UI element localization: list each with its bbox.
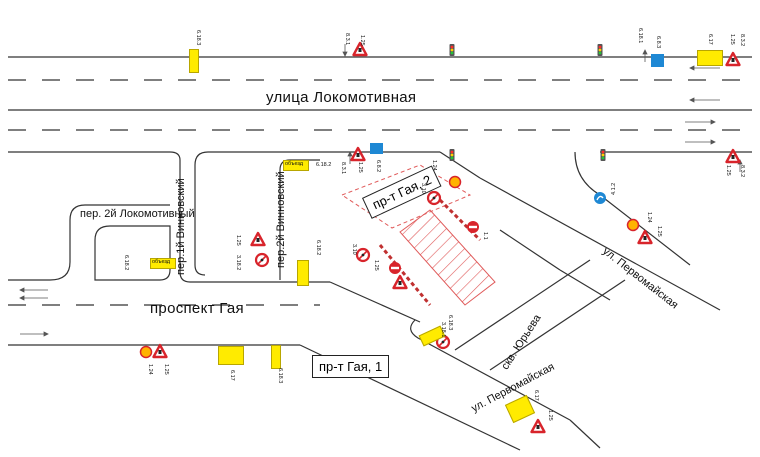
sign-code: 1.25 — [235, 235, 241, 246]
traffic-light-icon — [449, 44, 455, 56]
no-entry-icon — [389, 262, 401, 274]
detour-sign-icon — [150, 258, 176, 269]
detour-sign-icon — [218, 346, 244, 365]
detour-sign-icon — [283, 160, 309, 171]
warning-triangle-icon — [725, 51, 741, 67]
warning-triangle-icon — [152, 343, 168, 359]
warning-triangle-icon — [350, 146, 366, 162]
detour-word: объезд — [152, 259, 171, 265]
sign-code: 1.24 — [646, 212, 652, 223]
sign-code: 6.8.3 — [655, 36, 661, 49]
street-lokomotivnaya: улица Локомотивная — [266, 89, 417, 106]
sign-code: 3.18.2 — [235, 255, 241, 271]
no-overtaking-icon — [426, 190, 442, 206]
traffic-light-icon — [597, 44, 603, 56]
sign-code: 8.3.1 — [344, 33, 350, 46]
sign-code: 6.18.3 — [447, 315, 453, 331]
sign-code: 1.24 — [431, 160, 437, 171]
no-overtaking-icon — [355, 247, 371, 263]
sign-code: 1.25 — [547, 410, 553, 421]
sign-code: 1.25 — [656, 226, 662, 237]
traffic-light-icon — [600, 149, 606, 161]
sign-code: 6.18.2 — [123, 255, 129, 271]
warning-round-icon — [139, 345, 153, 359]
no-overtaking-icon — [254, 252, 270, 268]
sign-code: 6.18.1 — [637, 28, 643, 44]
no-entry-icon — [467, 221, 479, 233]
warning-triangle-icon — [530, 418, 546, 434]
sign-code: 8.3.2 — [739, 165, 745, 178]
sign-code: 1.25 — [373, 260, 379, 271]
sign-code: 3.18.1 — [440, 322, 446, 338]
sign-code: 3.10 — [420, 183, 426, 194]
sign-code: 1.25 — [359, 35, 365, 46]
sign-code: 6.17 — [229, 370, 235, 381]
sign-code: 6.17 — [533, 390, 539, 401]
sign-code: 1.25 — [357, 162, 363, 173]
warning-round-icon — [448, 175, 462, 189]
traffic-light-icon — [449, 149, 455, 161]
sign-code: 1.25 — [163, 364, 169, 375]
sign-code: 1.25 — [725, 165, 731, 176]
pervomayskaya-road — [329, 151, 721, 449]
sign-code: 1.24 — [147, 364, 153, 375]
sign-code: 6.17 — [707, 34, 713, 45]
sign-code: 6.18.2 — [315, 240, 321, 256]
sign-code: 4.1.2 — [611, 182, 617, 195]
information-sign-icon — [651, 54, 664, 67]
street-per-2-lokomotivny: пер. 2й Локомотивный — [80, 208, 195, 220]
detour-sign-icon — [189, 49, 199, 73]
sign-code: 1.25 — [729, 34, 735, 45]
direction-sign-icon — [594, 192, 606, 204]
sign-code: 8.3.1 — [340, 162, 346, 175]
street-per-2-vinnovsky: пер.2й Винновский — [275, 171, 287, 268]
street-per-1-vinnovsky: пер.1й Винновский — [175, 178, 187, 275]
lane-arrows — [19, 44, 743, 337]
detour-sign-icon — [697, 50, 723, 66]
warning-round-icon — [626, 218, 640, 232]
detour-sign-icon — [297, 260, 309, 286]
sign-code: 6.18.2 — [316, 162, 332, 168]
street-prospekt-gaya: проспект Гая — [150, 300, 244, 317]
warning-triangle-icon — [392, 274, 408, 290]
lokomotivnaya-road — [8, 56, 752, 153]
detour-word: объезд — [285, 161, 304, 167]
sign-code: 6.18.3 — [277, 368, 283, 384]
sign-code: 6.8.2 — [375, 160, 381, 173]
detour-sign-icon — [271, 345, 281, 369]
building-label-gaya-1: пр-т Гая, 1 — [312, 355, 390, 378]
sign-code: 3.10 — [351, 244, 357, 255]
sign-code: 6.18.3 — [195, 30, 201, 46]
sign-code: 1.1 — [482, 232, 488, 240]
information-sign-icon — [370, 143, 383, 154]
warning-triangle-icon — [250, 231, 266, 247]
sign-code: 8.3.2 — [739, 34, 745, 47]
